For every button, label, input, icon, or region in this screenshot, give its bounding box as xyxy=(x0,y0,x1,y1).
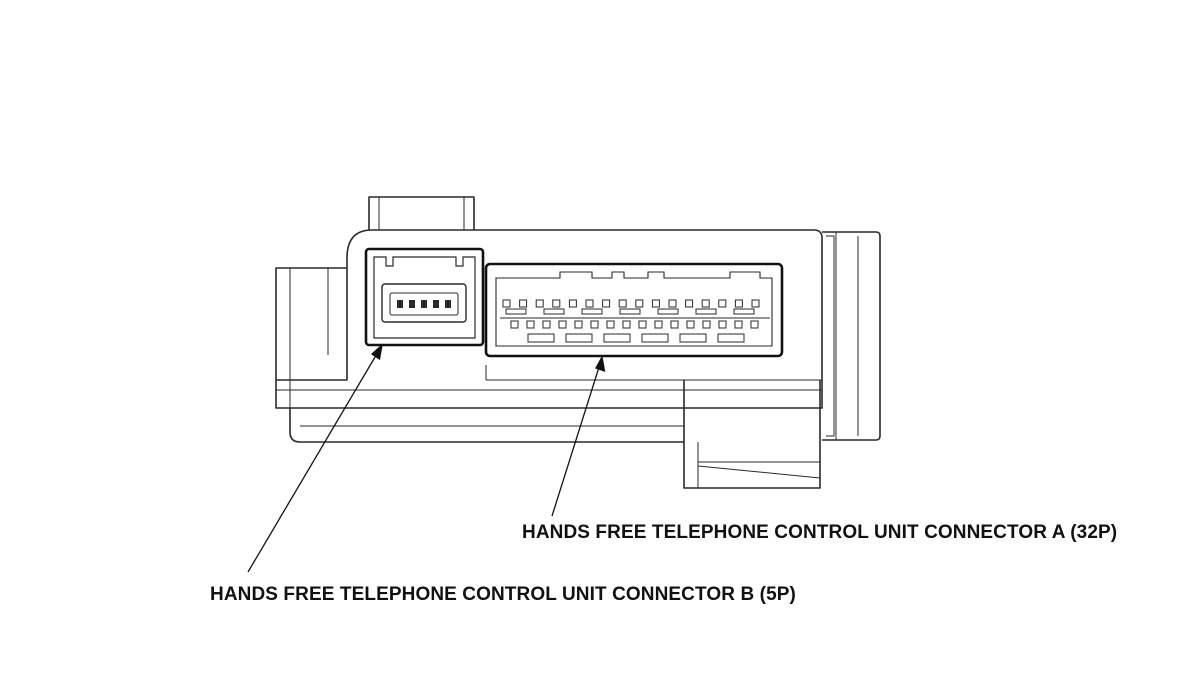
lock-slot xyxy=(527,333,555,343)
leader-lines xyxy=(247,343,606,573)
pin-cavity xyxy=(622,320,631,329)
pin-cavity xyxy=(654,320,663,329)
connector-a-label: HANDS FREE TELEPHONE CONTROL UNIT CONNEC… xyxy=(522,522,1118,543)
connector-b-5p xyxy=(364,247,485,347)
connector-a-shroud xyxy=(495,271,773,347)
pin-cavity xyxy=(718,299,727,308)
top-tab xyxy=(368,196,475,230)
key-rib xyxy=(733,308,755,315)
lock-slot xyxy=(679,333,707,343)
pin-cavity xyxy=(590,320,599,329)
lower-latch xyxy=(683,380,821,489)
pin-cavity xyxy=(651,299,660,308)
lock-slot xyxy=(603,333,631,343)
pin-cavity xyxy=(686,320,695,329)
pin-cavity xyxy=(568,299,577,308)
lock-slot xyxy=(717,333,745,343)
pin-cavity xyxy=(635,299,644,308)
pin-cavity xyxy=(702,320,711,329)
lock-slot xyxy=(565,333,593,343)
key-rib xyxy=(695,308,717,315)
key-rib xyxy=(543,308,565,315)
pin-cavity xyxy=(542,320,551,329)
pin-cavity xyxy=(502,299,511,308)
pin-cavity xyxy=(670,320,679,329)
pin-cavity xyxy=(734,299,743,308)
key-rib xyxy=(581,308,603,315)
key-rib xyxy=(657,308,679,315)
pin-cavity xyxy=(535,299,544,308)
pin-cavity xyxy=(718,320,727,329)
pin-cavity xyxy=(734,320,743,329)
arrowhead-a xyxy=(595,355,606,372)
pin-cavity xyxy=(574,320,583,329)
main-housing xyxy=(290,229,823,409)
pin-cavity xyxy=(606,320,615,329)
left-bracket xyxy=(275,267,347,409)
key-rib xyxy=(619,308,641,315)
pin-cavity xyxy=(585,299,594,308)
connector-b-label: HANDS FREE TELEPHONE CONTROL UNIT CONNEC… xyxy=(210,584,796,605)
arrowhead-b xyxy=(370,343,383,361)
pin-cavity xyxy=(558,320,567,329)
pin-cavity xyxy=(751,299,760,308)
pin-cavity xyxy=(552,299,561,308)
leader-line-a xyxy=(551,363,601,517)
pin-cavity xyxy=(510,320,519,329)
key-rib xyxy=(505,308,527,315)
lock-slot xyxy=(641,333,669,343)
lower-housing xyxy=(289,408,684,443)
pin-cavity xyxy=(526,320,535,329)
pin-cavity xyxy=(701,299,710,308)
pin-cavity xyxy=(519,299,528,308)
leader-line-b xyxy=(247,351,379,573)
pin-cavity xyxy=(685,299,694,308)
right-clip xyxy=(822,231,881,441)
pin-cavity xyxy=(668,299,677,308)
connector-a-32p xyxy=(484,262,784,358)
pin-cavity xyxy=(602,299,611,308)
pin-cavity xyxy=(618,299,627,308)
pin-cavity xyxy=(750,320,759,329)
pin-cavity xyxy=(638,320,647,329)
